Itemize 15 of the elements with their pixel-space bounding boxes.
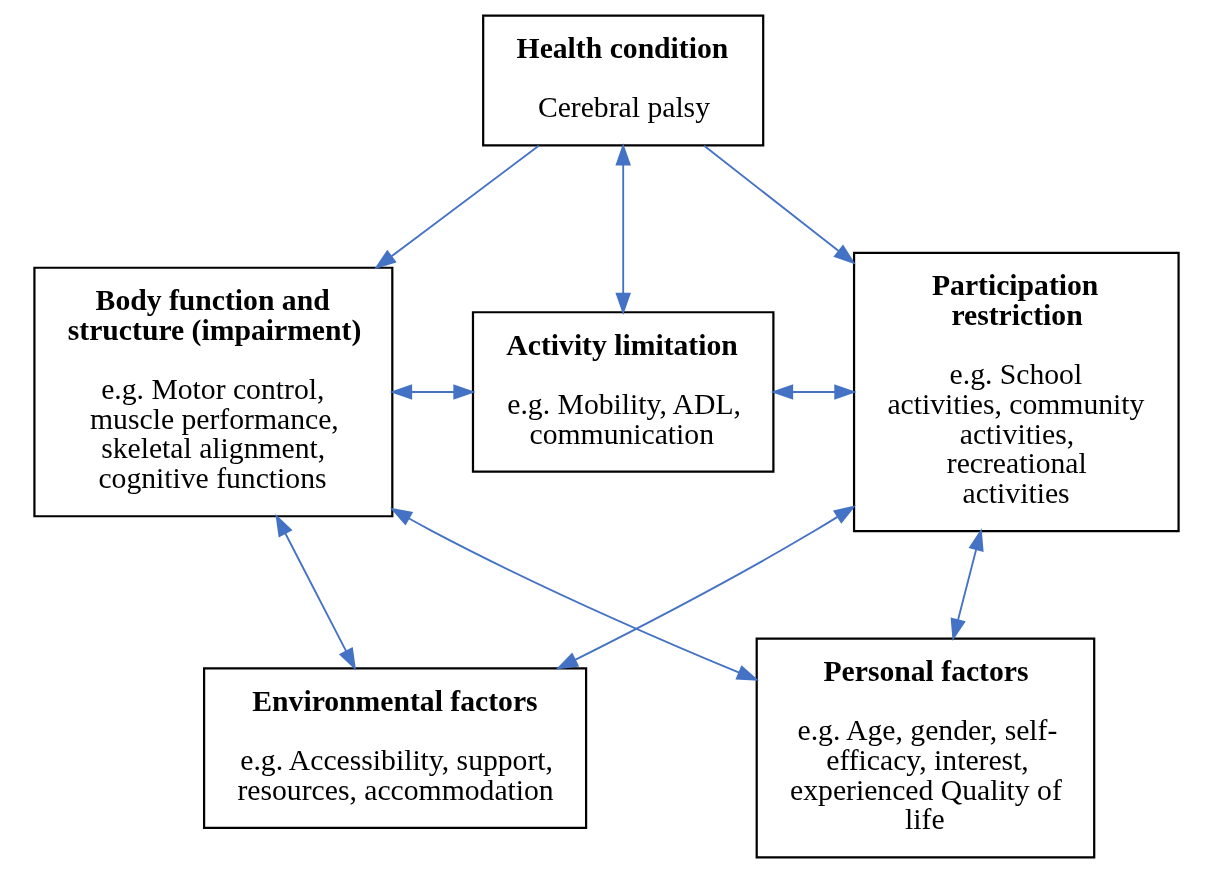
node-box: Body function and structure (impairment) e.g. Motor control, muscle performance, skeletal alignment, cognitive functions <box>32 266 393 518</box>
node-box: Activity limitation e.g. Mobility, ADL, communication <box>471 311 774 473</box>
arrow <box>614 143 631 316</box>
arrow <box>274 514 356 671</box>
arrow <box>389 384 476 400</box>
arrow <box>770 384 857 400</box>
arrow <box>555 505 856 670</box>
arrow <box>389 507 759 681</box>
node-box: Personal factors e.g. Age, gender, self-efficacy, interest, experienced Quality of life <box>755 637 1095 859</box>
arrow <box>702 144 856 265</box>
node-box: Health condition Cerebral palsy <box>481 14 764 147</box>
arrow <box>950 528 984 641</box>
node-box: Participation restriction e.g. School activities, community activities, recreational activities <box>852 251 1180 533</box>
node-box: Environmental factors e.g. Accessibility, support, resources, accommodation <box>202 667 587 829</box>
arrow <box>373 144 540 270</box>
